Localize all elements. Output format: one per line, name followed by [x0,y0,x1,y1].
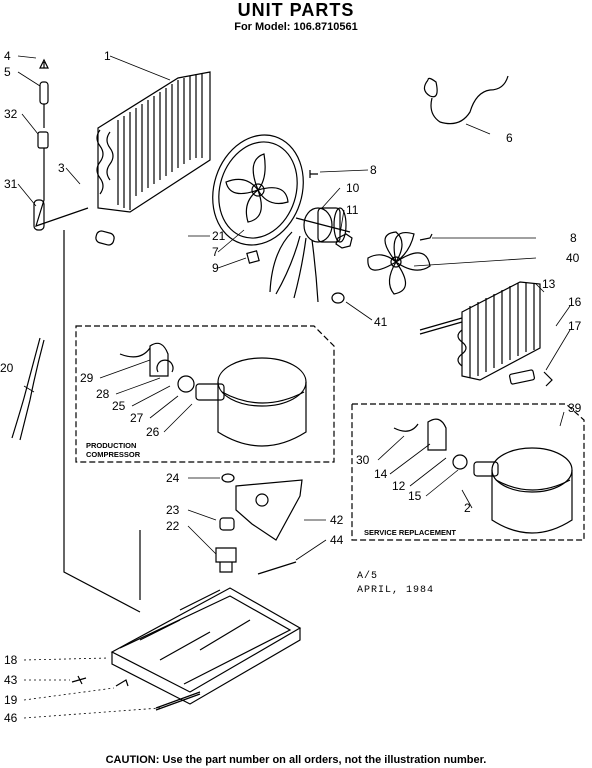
callout-11: 11 [346,203,359,217]
callout-44: 44 [330,533,344,547]
diagram-title: UNIT PARTS [237,0,355,20]
callout-21: 21 [212,229,226,243]
callout-14: 14 [374,467,388,481]
callout-40: 40 [566,251,580,265]
revision-date: APRIL, 1984 [357,585,435,596]
callout-1: 1 [104,49,111,63]
condenser-coil [96,71,211,213]
callout-25: 25 [112,399,126,413]
compressor-bracket [235,479,303,541]
callout-6: 6 [506,131,513,145]
callout-4: 4 [4,49,11,63]
fan-shroud [212,134,304,246]
screw-43 [71,675,87,685]
revision-code: A/5 [357,571,379,582]
callout-13: 13 [542,277,556,291]
screw-lower [419,233,433,241]
mounting-spacer [219,517,235,531]
callout-19: 19 [4,693,18,707]
evaporator-coil [419,281,541,381]
revision-note: A/5 APRIL, 1984 [357,570,434,598]
callout-15: 15 [408,489,422,503]
capillary-assembly [33,58,89,231]
wire-harness [11,337,45,441]
production-compressor-box [75,325,335,463]
callout-8-upper: 8 [370,163,377,177]
production-label-line2: COMPRESSOR [86,450,141,459]
blower-fan-blade [367,231,431,295]
callout-8-lower: 8 [570,231,577,245]
fan-motor [269,207,351,303]
callout-9: 9 [212,261,219,275]
service-compressor [393,418,573,534]
callout-42: 42 [330,513,344,527]
service-replacement-box [351,403,585,541]
callout-16: 16 [568,295,582,309]
caution-footer: CAUTION: Use the part number on all orde… [105,754,487,766]
sensor-bulb-clip [423,75,509,125]
callout-5: 5 [4,65,11,79]
screw-19 [115,679,129,687]
callout-43: 43 [4,673,18,687]
callout-46: 46 [4,711,18,725]
fan-nut [335,233,353,249]
callout-22: 22 [166,519,180,533]
grommet [331,292,345,304]
callout-26: 26 [146,425,160,439]
callout-17: 17 [568,319,582,333]
base-pan [110,587,302,711]
model-number: For Model: 106.8710561 [234,21,358,33]
callout-7: 7 [212,245,219,259]
callout-29: 29 [80,371,94,385]
callout-31: 31 [4,177,18,191]
production-compressor [119,342,307,447]
callout-27: 27 [130,411,144,425]
callout-39: 39 [568,401,582,415]
callout-18: 18 [4,653,18,667]
mounting-nut [221,473,235,483]
leader-lines [17,55,571,719]
screw-upper [309,170,318,178]
callout-24: 24 [166,471,180,485]
callout-41: 41 [374,315,388,329]
callout-20: 20 [0,361,14,375]
support-rod [257,561,297,575]
plug-cap [95,230,115,246]
callout-23: 23 [166,503,180,517]
callout-10: 10 [346,181,360,195]
mounting-grommet [215,547,237,573]
callout-30: 30 [356,453,370,467]
production-compressor-label: PRODUCTION COMPRESSOR [86,441,140,459]
callout-28: 28 [96,387,110,401]
callout-2: 2 [464,501,471,515]
callout-12: 12 [392,479,406,493]
production-label-line1: PRODUCTION [86,441,137,450]
service-replacement-label: SERVICE REPLACEMENT [364,528,456,537]
motor-clip [246,250,260,264]
overload-protector [508,369,536,385]
callout-32: 32 [4,107,18,121]
callout-3: 3 [58,161,65,175]
overload-clip [543,371,553,387]
